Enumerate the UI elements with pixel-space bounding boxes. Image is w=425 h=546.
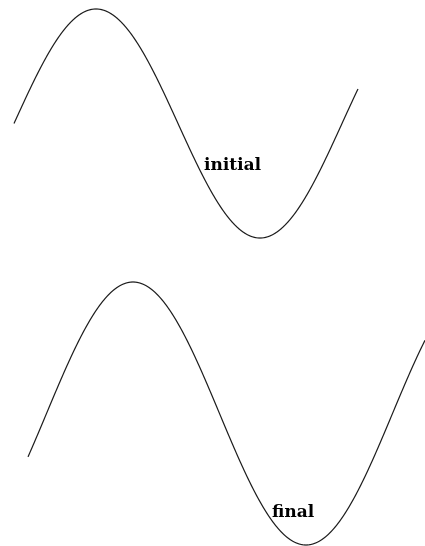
final-wave-curve [27,281,425,546]
final-wave-label: final [272,502,315,522]
initial-wave-label: initial [204,155,262,175]
initial-wave-curve [13,8,359,239]
